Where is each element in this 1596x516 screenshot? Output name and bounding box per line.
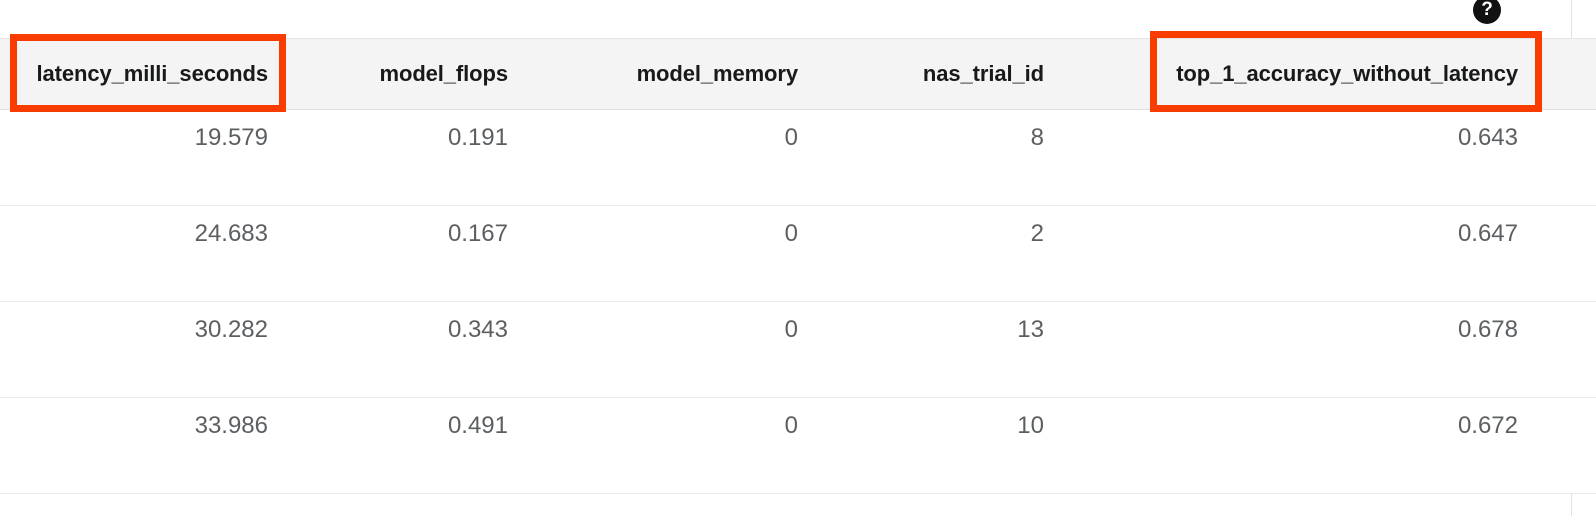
help-icon[interactable]: ? [1473, 0, 1501, 24]
table-row[interactable]: 24.683 0.167 0 2 0.647 [0, 206, 1596, 302]
cell-top-1-accuracy-without-latency: 0.678 [1457, 316, 1518, 343]
column-header-top-1-accuracy-without-latency[interactable]: top_1_accuracy_without_latency [1176, 61, 1518, 86]
cell-nas-trial-id: 13 [1017, 316, 1044, 343]
cell-model-flops: 0.343 [447, 316, 508, 343]
cell-model-memory: 0 [784, 124, 798, 151]
cell-latency-milli-seconds: 33.986 [194, 412, 268, 439]
cell-latency-milli-seconds: 30.282 [194, 316, 268, 343]
column-header-model-flops[interactable]: model_flops [379, 61, 509, 86]
table-row[interactable]: 19.579 0.191 0 8 0.643 [0, 110, 1596, 206]
table-row[interactable]: 30.282 0.343 0 13 0.678 [0, 302, 1596, 398]
cell-nas-trial-id: 10 [1017, 412, 1044, 439]
table-header-row: latency_milli_seconds model_flops model_me… [0, 38, 1596, 110]
cell-model-flops: 0.191 [447, 124, 508, 151]
cell-nas-trial-id: 8 [1030, 124, 1044, 151]
cell-model-flops: 0.167 [447, 220, 508, 247]
cell-model-memory: 0 [784, 316, 798, 343]
cell-latency-milli-seconds: 19.579 [194, 124, 268, 151]
cell-nas-trial-id: 2 [1030, 220, 1044, 247]
cell-top-1-accuracy-without-latency: 0.643 [1457, 124, 1518, 151]
column-header-model-memory[interactable]: model_memory [636, 61, 799, 86]
cell-model-memory: 0 [784, 220, 798, 247]
cell-top-1-accuracy-without-latency: 0.672 [1457, 412, 1518, 439]
column-header-nas-trial-id[interactable]: nas_trial_id [922, 61, 1044, 86]
table-body: 19.579 0.191 0 8 0.643 24.683 0.167 0 2 0.647 30.2… [0, 110, 1596, 494]
column-header-latency-milli-seconds[interactable]: latency_milli_seconds [36, 61, 269, 86]
results-table: latency_milli_seconds model_flops model_me… [0, 38, 1596, 494]
cell-latency-milli-seconds: 24.683 [194, 220, 268, 247]
table-row[interactable]: 33.986 0.491 0 10 0.672 [0, 398, 1596, 494]
cell-model-flops: 0.491 [447, 412, 508, 439]
cell-model-memory: 0 [784, 412, 798, 439]
cell-top-1-accuracy-without-latency: 0.647 [1457, 220, 1518, 247]
